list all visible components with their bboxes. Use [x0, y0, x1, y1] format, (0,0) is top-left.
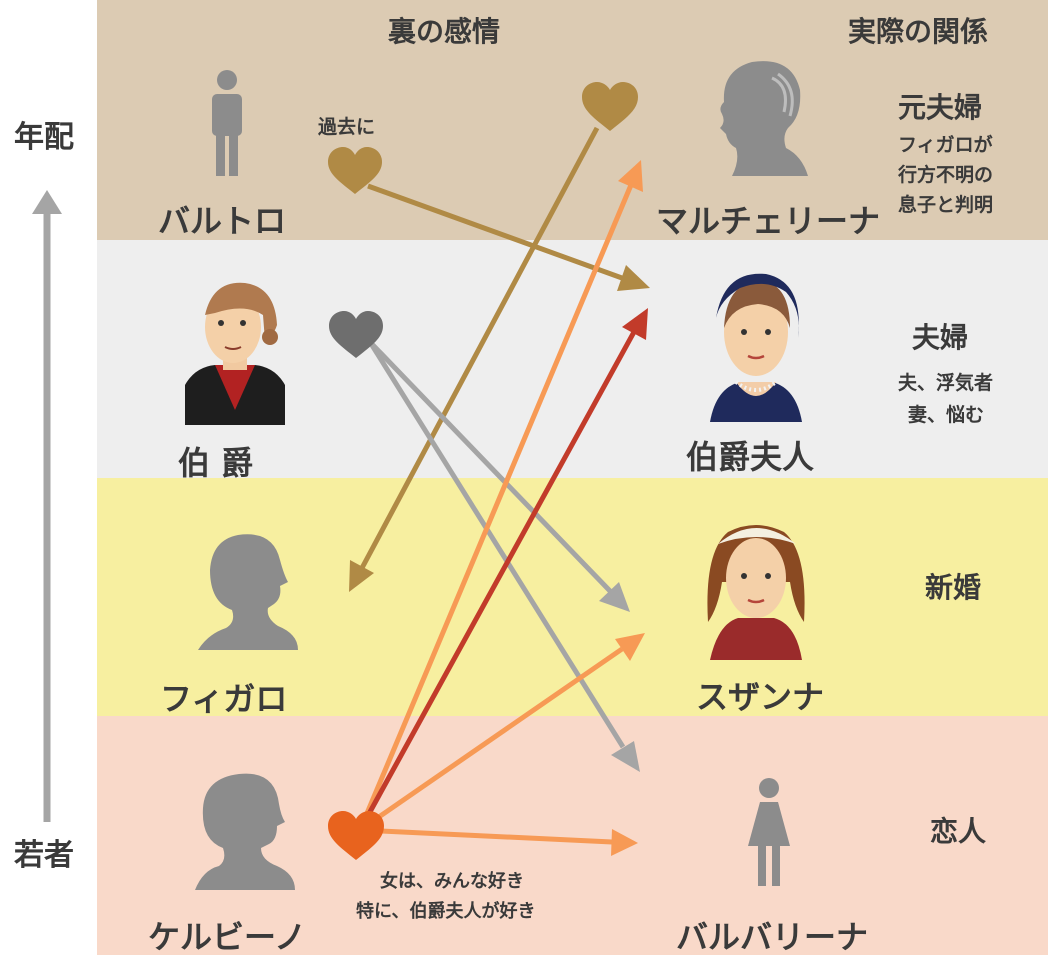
arrow-count-to-susanna	[368, 340, 630, 612]
arrow-bartolo-to-countess	[367, 183, 650, 291]
relation-lovers: 恋人	[930, 815, 987, 848]
name-susanna: スザンナ	[696, 678, 825, 716]
name-bartolo: バルトロ	[158, 202, 287, 240]
name-barbarina: バルバリーナ	[676, 918, 869, 956]
note-marcellina-1: フィガロが	[898, 134, 993, 156]
up-arrow-icon	[32, 190, 62, 822]
name-cherubino: ケルビーノ	[148, 918, 307, 956]
figaro-silhouette-icon	[198, 534, 298, 650]
relation-former-couple: 元夫婦	[898, 91, 983, 124]
note-bartolo-past: 過去に	[318, 116, 376, 138]
heart-icon	[582, 82, 638, 131]
axis-label-elder: 年配	[14, 120, 74, 155]
man-silhouette-icon	[212, 70, 242, 176]
note-cherubino-2: 特に、伯爵夫人が好き	[356, 901, 536, 922]
arrow-cherubino-to-susanna	[358, 633, 645, 833]
arrow-marcellina-to-figaro	[349, 126, 600, 592]
name-count: 伯 爵	[178, 444, 254, 482]
band-count	[97, 240, 1048, 478]
name-countess: 伯爵夫人	[686, 438, 815, 476]
note-cherubino-1: 女は、みんな好き	[380, 871, 524, 892]
arrow-cherubino-to-countess	[357, 308, 648, 832]
band-elder	[97, 0, 1048, 240]
header-hidden-feelings: 裏の感情	[388, 15, 501, 48]
arrow-cherubino-to-marcellina	[357, 160, 643, 831]
susanna-portrait-icon	[707, 525, 805, 660]
cherubino-silhouette-icon	[195, 773, 295, 890]
note-countess-1: 夫、浮気者	[898, 372, 994, 394]
count-portrait-icon	[185, 282, 285, 425]
name-marcellina: マルチェリーナ	[656, 202, 881, 240]
heart-icon	[329, 311, 383, 358]
relation-married: 夫婦	[912, 321, 969, 354]
arrow-cherubino-to-barbarina	[359, 827, 638, 856]
header-actual-relations: 実際の関係	[848, 15, 989, 48]
note-marcellina-3: 息子と判明	[898, 194, 994, 216]
note-marcellina-2: 行方不明の	[898, 164, 994, 186]
note-countess-2: 妻、悩む	[908, 404, 985, 426]
heart-icon	[328, 147, 382, 194]
axis-label-young: 若者	[14, 838, 74, 873]
marcellina-silhouette-icon	[720, 61, 808, 176]
woman-silhouette-icon	[748, 778, 790, 886]
heart-icon	[328, 811, 384, 860]
name-figaro: フィガロ	[160, 680, 288, 718]
countess-portrait-icon	[710, 273, 802, 422]
relation-newlyweds: 新婚	[925, 571, 982, 604]
